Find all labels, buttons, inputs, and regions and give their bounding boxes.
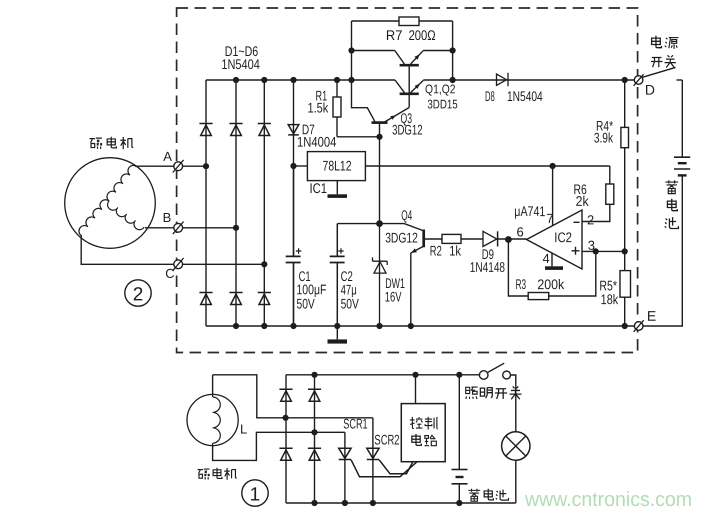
svg-text:50V: 50V [296,295,315,311]
svg-text:R6: R6 [574,181,587,197]
svg-text:1N4148: 1N4148 [470,259,505,275]
svg-text:16V: 16V [385,288,402,304]
svg-text:3DG12: 3DG12 [392,121,423,137]
svg-text:2: 2 [133,284,144,305]
svg-text:100μF: 100μF [296,281,326,297]
svg-text:R7: R7 [386,27,403,43]
svg-text:C2: C2 [341,268,353,284]
svg-text:Q4: Q4 [401,207,412,223]
svg-text:3DG12: 3DG12 [385,230,418,246]
svg-text:E: E [647,308,656,324]
svg-text:47μ: 47μ [341,281,357,297]
svg-text:R4*: R4* [596,118,613,134]
svg-text:2k: 2k [576,193,590,209]
svg-text:D8: D8 [485,88,495,104]
svg-text:78L12: 78L12 [323,157,352,173]
svg-text:Q1,Q2: Q1,Q2 [425,82,455,96]
svg-text:μA741: μA741 [514,203,545,219]
svg-text:D: D [645,82,655,98]
svg-text:7: 7 [546,211,553,226]
svg-text:2: 2 [587,212,594,227]
svg-text:200k: 200k [537,276,565,292]
svg-text:1k: 1k [449,243,462,259]
svg-text:IC2: IC2 [554,229,572,245]
svg-text:Q3: Q3 [401,110,413,126]
svg-text:1N5404: 1N5404 [507,88,543,104]
svg-text:1.5k: 1.5k [307,99,329,115]
svg-text:C1: C1 [299,268,311,284]
svg-text:A: A [163,149,172,164]
svg-text:3.9k: 3.9k [594,129,614,145]
svg-text:R2: R2 [430,243,442,259]
svg-text:SCR2: SCR2 [374,431,399,447]
svg-text:3: 3 [588,238,595,253]
svg-text:C: C [165,266,174,281]
svg-text:IC1: IC1 [310,180,328,196]
svg-text:200Ω: 200Ω [409,27,436,43]
svg-text:1N5404: 1N5404 [221,56,260,72]
svg-text:DW1: DW1 [385,275,405,291]
svg-text:L: L [240,421,247,436]
svg-text:50V: 50V [341,295,360,311]
svg-text:3DD15: 3DD15 [427,97,457,111]
svg-text:D1~D6: D1~D6 [225,43,259,59]
svg-text:D7: D7 [302,121,315,137]
svg-text:1N4004: 1N4004 [297,134,336,150]
svg-text:R1: R1 [316,88,328,104]
svg-text:18k: 18k [601,291,619,307]
svg-text:B: B [163,210,172,225]
svg-text:R3: R3 [516,276,527,292]
svg-text:4: 4 [542,251,549,266]
svg-text:www.cntronics.com: www.cntronics.com [524,488,692,511]
svg-text:SCR1: SCR1 [343,415,368,431]
svg-text:D9: D9 [482,246,494,262]
svg-text:6: 6 [517,224,524,239]
svg-text:R5*: R5* [599,277,617,293]
svg-text:1: 1 [250,484,261,505]
